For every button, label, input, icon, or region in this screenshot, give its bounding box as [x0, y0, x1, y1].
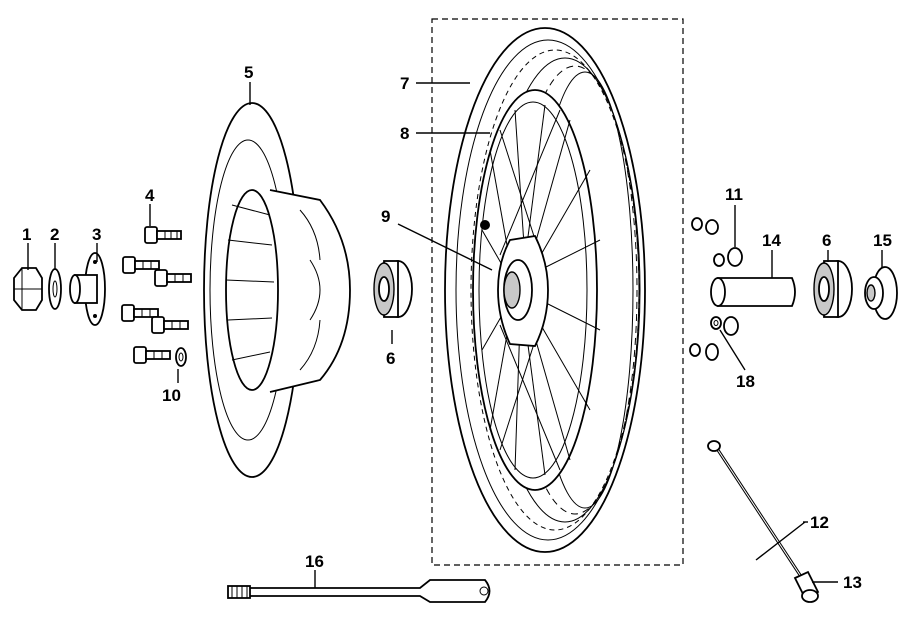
part-15-cap — [864, 266, 898, 320]
wheel-assembly-box — [431, 18, 684, 566]
leader-lines — [27, 82, 883, 588]
label-part-16: 16 — [305, 552, 324, 571]
label-part-11: 11 — [725, 185, 743, 204]
label-part-10: 10 — [162, 386, 181, 405]
label-part-6-right: 6 — [822, 231, 831, 250]
part-2-washer — [48, 268, 62, 310]
part-16-axle — [227, 579, 491, 603]
part-5-brake-disc — [203, 102, 351, 478]
part-18-washer — [710, 316, 722, 330]
part-10-washer — [175, 347, 187, 367]
label-part-4: 4 — [145, 186, 155, 205]
part-4-bolts — [121, 226, 192, 364]
part-3-flange — [69, 252, 106, 326]
label-part-2: 2 — [50, 225, 59, 244]
label-part-7: 7 — [400, 74, 409, 93]
part-12-spoke — [707, 440, 802, 576]
part-6-bearing-left — [373, 260, 413, 318]
part-11-nuts — [689, 217, 743, 361]
part-13-nipple — [793, 570, 820, 603]
part-6-bearing-right — [813, 260, 853, 318]
label-part-5: 5 — [244, 63, 253, 82]
label-part-14: 14 — [762, 231, 781, 250]
label-part-1: 1 — [22, 225, 31, 244]
label-part-6-left: 6 — [386, 349, 395, 368]
label-part-9: 9 — [381, 207, 390, 226]
part-9-hub-spokes — [480, 104, 601, 476]
label-part-3: 3 — [92, 225, 101, 244]
label-part-18: 18 — [736, 372, 755, 391]
label-part-8: 8 — [400, 124, 409, 143]
part-1-nut — [13, 267, 43, 311]
label-part-13: 13 — [843, 573, 862, 592]
part-14-spacer — [710, 277, 796, 307]
label-part-12: 12 — [810, 513, 829, 532]
label-part-15: 15 — [873, 231, 892, 250]
